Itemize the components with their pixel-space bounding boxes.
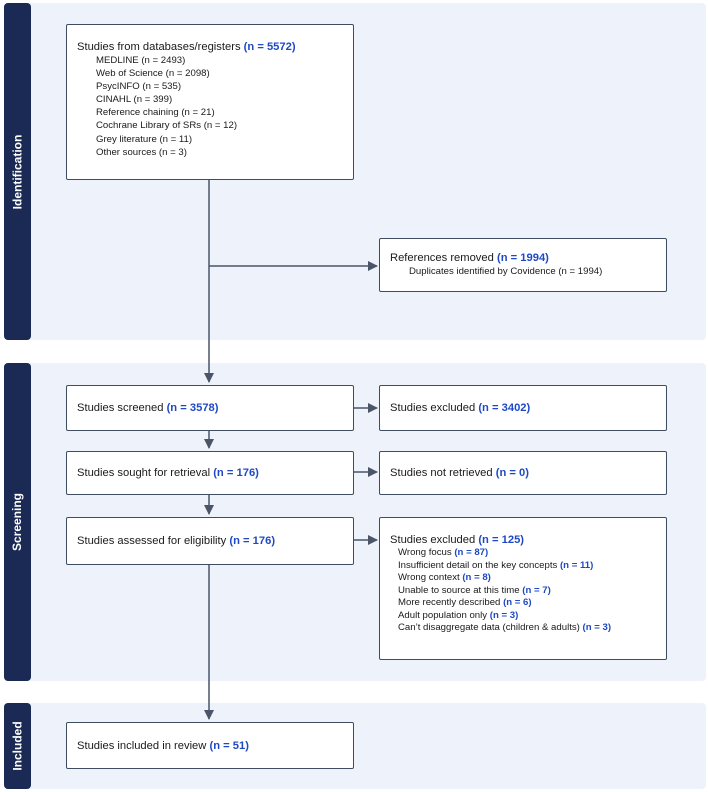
identification-tab: Identification [4, 3, 31, 340]
removed-count: (n = 1994) [496, 252, 549, 264]
removed-title: References removed [390, 252, 494, 264]
assessed-box: Studies assessed for eligibility (n = 17… [66, 517, 354, 565]
assessed-count: (n = 176) [229, 535, 276, 547]
included-tab: Included [4, 703, 31, 789]
list-item: MEDLINE (n = 2493) [96, 55, 186, 66]
list-item: Adult population only (n = 3) [398, 609, 519, 621]
list-item: Unable to source at this time (n = 7) [398, 584, 551, 596]
sought-box: Studies sought for retrieval (n = 176) [66, 451, 354, 495]
list-item: PsycINFO (n = 535) [96, 81, 182, 93]
not-retrieved-title: Studies not retrieved [390, 467, 493, 479]
databases-title: Studies from databases/registers [77, 41, 241, 53]
list-item: Duplicates identified by Covidence (n = … [409, 266, 603, 277]
databases-box: Studies from databases/registers (n = 55… [66, 24, 354, 180]
list-item: Grey literature (n = 11) [96, 133, 193, 145]
included-box: Studies included in review (n = 51) [66, 722, 354, 769]
not-retrieved-count: (n = 0) [495, 467, 529, 479]
included-title: Studies included in review [77, 739, 207, 752]
list-item: Other sources (n = 3) [96, 146, 187, 158]
included-count: (n = 51) [209, 739, 249, 752]
list-item: CINAHL (n = 399) [96, 94, 173, 106]
list-item: More recently described (n = 6) [398, 597, 532, 608]
sought-count: (n = 176) [213, 467, 259, 479]
assessed-title: Studies assessed for eligibility [77, 535, 227, 547]
screened-count: (n = 3578) [166, 402, 219, 414]
excluded-screen-box: Studies excluded (n = 3402) [379, 385, 667, 431]
databases-list: MEDLINE (n = 2493) Web of Science (n = 2… [96, 54, 353, 159]
screened-title: Studies screened [77, 402, 164, 414]
list-item: Insufficient detail on the key concepts … [398, 559, 594, 571]
databases-count: (n = 5572) [243, 41, 296, 53]
list-item: Can’t disaggregate data (children & adul… [398, 622, 612, 633]
excluded-full-box: Studies excluded (n = 125) Wrong focus (… [379, 517, 667, 660]
screening-tab: Screening [4, 363, 31, 681]
screened-box: Studies screened (n = 3578) [66, 385, 354, 431]
list-item: Reference chaining (n = 21) [96, 107, 215, 119]
excluded-screen-count: (n = 3402) [478, 402, 531, 414]
not-retrieved-box: Studies not retrieved (n = 0) [379, 451, 667, 495]
exclusion-reasons: Wrong focus (n = 87) Insufficient detail… [398, 547, 666, 635]
excluded-screen-title: Studies excluded [390, 402, 476, 414]
removed-box: References removed (n = 1994) Duplicates… [379, 238, 667, 292]
list-item: Web of Science (n = 2098) [96, 68, 210, 80]
sought-title: Studies sought for retrieval [77, 467, 211, 479]
excluded-full-title: Studies excluded [390, 534, 476, 546]
excluded-full-count: (n = 125) [478, 534, 525, 546]
list-item: Wrong context (n = 8) [398, 572, 491, 583]
list-item: Wrong focus (n = 87) [398, 547, 489, 558]
list-item: Cochrane Library of SRs (n = 12) [96, 120, 238, 132]
